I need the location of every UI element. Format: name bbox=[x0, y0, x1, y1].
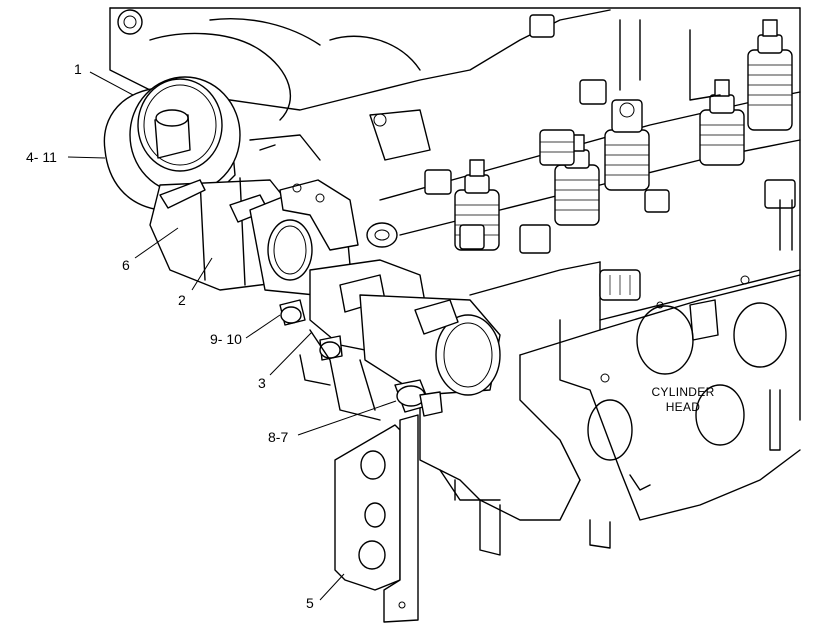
leader-1 bbox=[89, 71, 134, 96]
head-bolt bbox=[424, 14, 796, 301]
leader-9-10 bbox=[245, 314, 281, 339]
callout-3: 3 bbox=[258, 375, 266, 391]
leader-lines bbox=[67, 71, 397, 601]
callout-labels: 1 4- 11 6 2 9- 10 3 8-7 5 bbox=[26, 61, 314, 611]
cylinder-head-label-line2: HEAD bbox=[666, 400, 701, 414]
leader-4-11 bbox=[67, 156, 106, 159]
mounting-bracket bbox=[334, 414, 419, 623]
leader-5 bbox=[319, 573, 345, 601]
valve-spring bbox=[604, 99, 650, 191]
leader-6 bbox=[134, 227, 179, 259]
callout-1: 1 bbox=[74, 61, 82, 77]
callout-4-11: 4- 11 bbox=[26, 149, 57, 165]
valve-spring bbox=[539, 129, 575, 166]
leader-3 bbox=[269, 331, 313, 376]
valve-train bbox=[424, 14, 796, 301]
callout-9-10: 9- 10 bbox=[210, 331, 242, 347]
valve-spring bbox=[699, 79, 745, 166]
leader-2 bbox=[191, 257, 213, 291]
tube-assembly bbox=[103, 76, 501, 421]
callout-6: 6 bbox=[122, 257, 130, 273]
leader-8-7 bbox=[297, 400, 397, 436]
callout-8-7: 8-7 bbox=[268, 429, 288, 445]
callout-5: 5 bbox=[306, 595, 314, 611]
cylinder-head-label-line1: CYLINDER bbox=[651, 385, 714, 399]
valve-spring bbox=[747, 19, 793, 131]
callout-2: 2 bbox=[178, 292, 186, 308]
